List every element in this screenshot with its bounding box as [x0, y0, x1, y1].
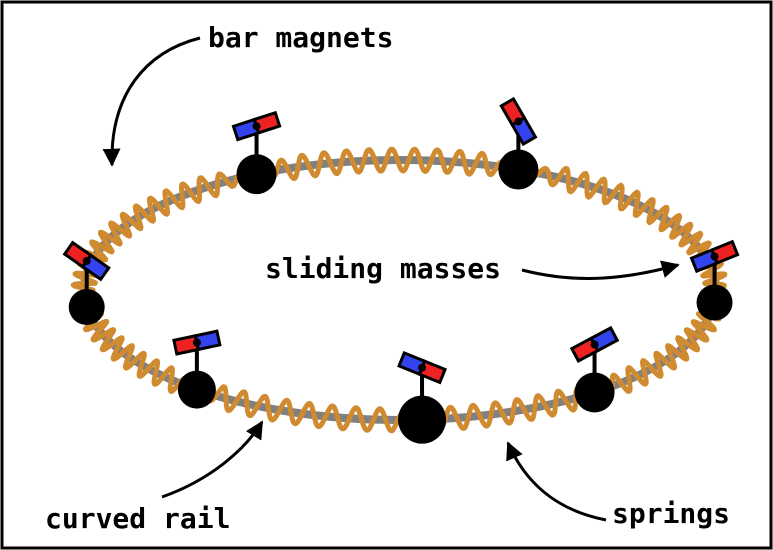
sliding-mass	[172, 329, 222, 409]
sliding-mass	[569, 325, 620, 413]
mass-ball	[498, 149, 539, 190]
mass-ball	[398, 395, 447, 444]
magnet-pivot	[710, 252, 719, 261]
spring	[420, 386, 597, 431]
sliding-mass	[397, 350, 448, 444]
sliding-mass	[689, 239, 740, 321]
spring	[592, 300, 722, 396]
arrow-sliding-masses	[521, 260, 680, 280]
bar-magnet	[172, 329, 222, 356]
label-bar-magnets: bar magnets	[208, 21, 393, 54]
bar-magnet	[499, 96, 538, 147]
bar-magnet	[689, 239, 740, 274]
arrow-curved-rail	[161, 420, 264, 499]
magnet-pivot	[252, 122, 261, 131]
arrow-bar-magnets	[102, 36, 201, 167]
bar-magnet	[569, 325, 620, 363]
bar-magnet	[397, 350, 448, 385]
spring	[70, 171, 258, 309]
magnet-pivot	[514, 117, 523, 126]
mass-ball	[68, 288, 105, 325]
magnet-pivot	[82, 256, 91, 265]
sliding-mass	[62, 240, 111, 325]
mass-ball	[574, 372, 615, 413]
spring	[81, 304, 199, 394]
sliding-mass	[231, 110, 282, 195]
magnet-pivot	[192, 338, 201, 347]
mass-ball	[236, 154, 277, 195]
label-springs: springs	[612, 497, 730, 530]
masses-group	[62, 96, 740, 444]
magnet-pivot	[590, 340, 599, 349]
bar-magnet	[231, 110, 282, 142]
sliding-mass	[498, 96, 539, 190]
spring	[255, 146, 520, 182]
mass-ball	[696, 284, 733, 321]
magnet-pivot	[418, 363, 427, 372]
bar-magnet	[62, 240, 111, 282]
mass-ball	[177, 370, 216, 409]
label-curved-rail: curved rail	[45, 502, 230, 535]
spring	[195, 384, 424, 434]
arrow-springs	[506, 441, 607, 522]
label-sliding-masses: sliding masses	[265, 252, 501, 285]
